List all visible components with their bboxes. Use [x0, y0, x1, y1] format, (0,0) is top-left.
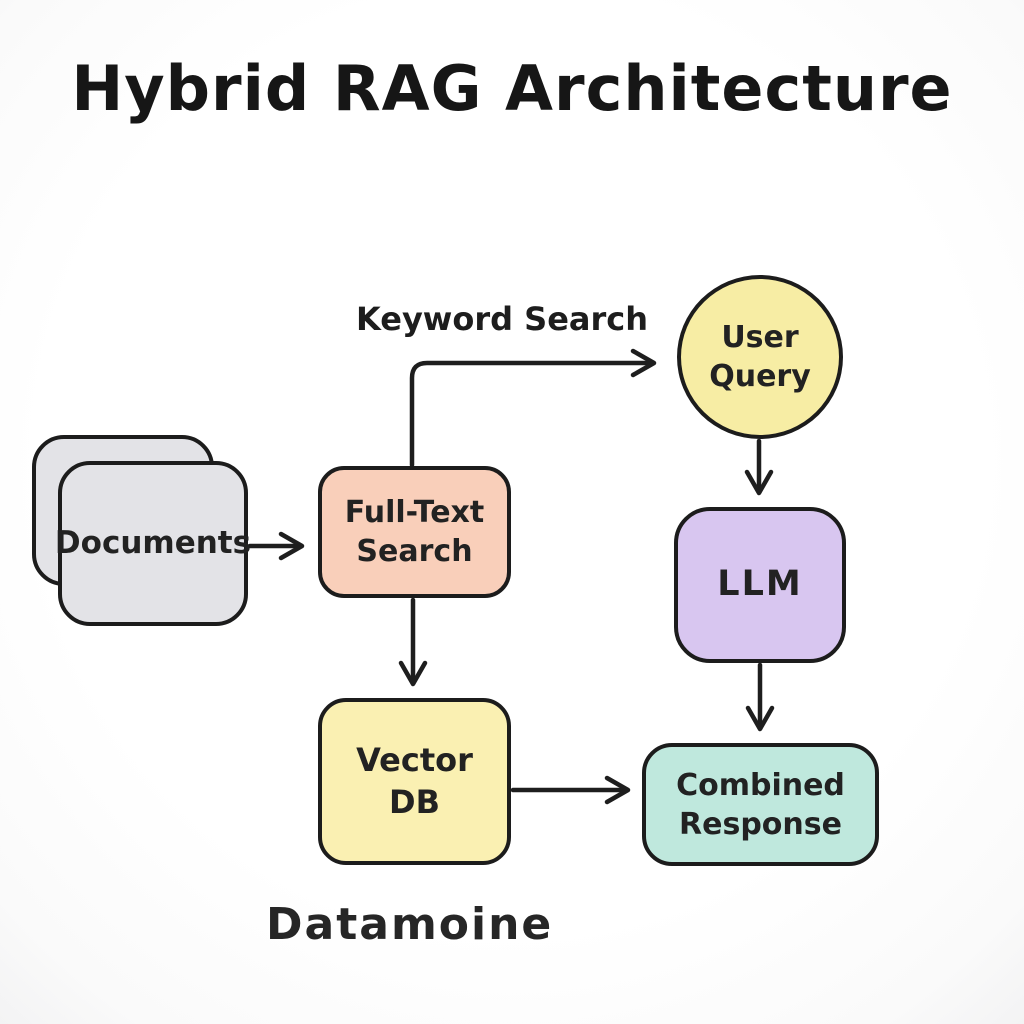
- node-documents-label: Documents: [54, 525, 252, 562]
- watermark-text: Datamoine: [266, 899, 554, 950]
- edge-full-text-to-user-query: [409, 348, 657, 468]
- node-full-text-search: Full-Text Search: [318, 466, 511, 598]
- node-vector-db-label: Vector DB: [356, 740, 473, 821]
- node-user-query-label: User Query: [709, 320, 811, 394]
- node-full-text-search-label: Full-Text Search: [344, 495, 485, 569]
- node-combined-response: Combined Response: [642, 743, 879, 866]
- node-user-query: User Query: [677, 275, 843, 439]
- diagram-title: Hybrid RAG Architecture: [71, 52, 953, 125]
- node-documents: Documents: [54, 461, 252, 626]
- node-llm: LLM: [674, 507, 846, 663]
- node-combined-response-label: Combined Response: [676, 767, 845, 842]
- node-vector-db: Vector DB: [318, 698, 511, 865]
- node-llm-label: LLM: [717, 564, 803, 605]
- edge-label-keyword-search: Keyword Search: [356, 300, 649, 338]
